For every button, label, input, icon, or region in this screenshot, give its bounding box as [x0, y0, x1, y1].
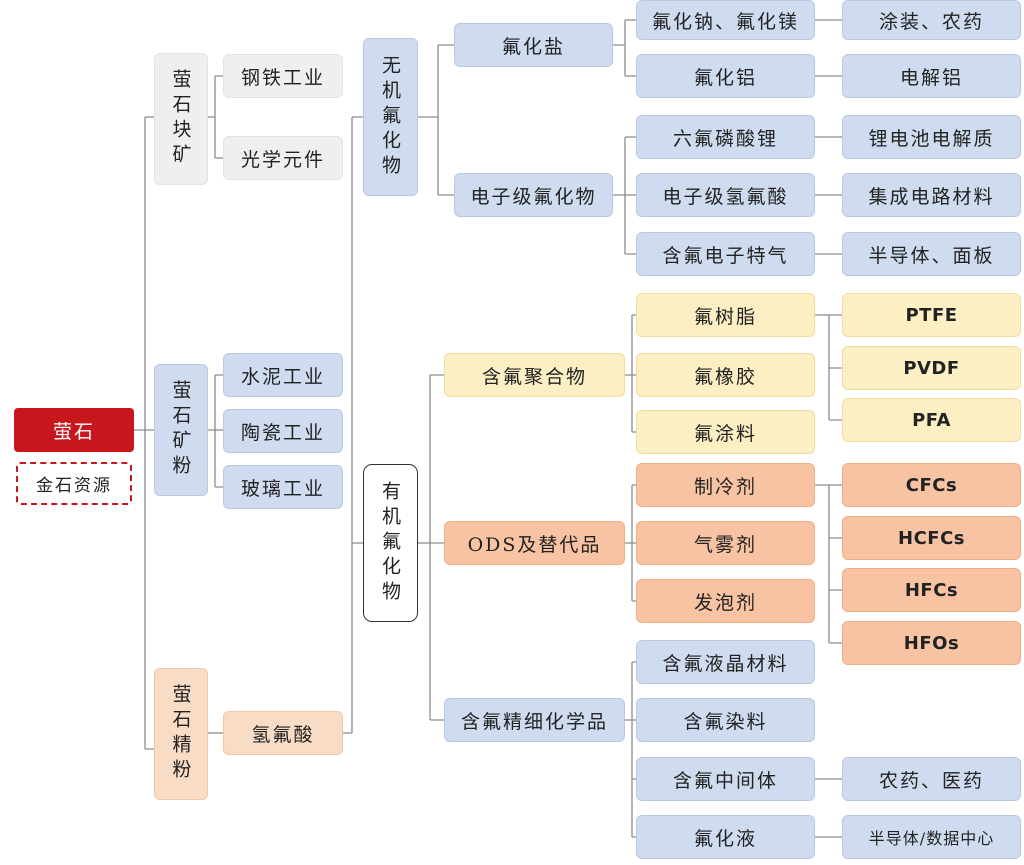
- connector-ods-items: [625, 484, 636, 602]
- connector-inorganic-groups: [418, 44, 454, 196]
- app-pesticide-medicine: 农药、医药: [842, 757, 1021, 801]
- class-inorganic: 无机氟化物: [363, 38, 418, 196]
- group-fine-chemicals: 含氟精细化学品: [444, 698, 625, 742]
- item-electronic-hf: 电子级氢氟酸: [636, 173, 815, 217]
- item-fluoro-intermediate: 含氟中间体: [636, 757, 815, 801]
- group-fluoropolymer: 含氟聚合物: [444, 353, 625, 397]
- output-pfa: PFA: [842, 398, 1021, 442]
- item-aerosol: 气雾剂: [636, 521, 815, 565]
- connector-elec-items: [613, 136, 636, 255]
- use-optics: 光学元件: [223, 136, 343, 180]
- item-alf3: 氟化铝: [636, 54, 815, 98]
- item-fluorocoating: 氟涂料: [636, 410, 815, 454]
- source-label: 金石资源: [16, 462, 132, 505]
- group-ods: ODS及替代品: [444, 521, 625, 565]
- output-pvdf: PVDF: [842, 346, 1021, 390]
- item-naf-mgf2: 氟化钠、氟化镁: [636, 0, 815, 40]
- use-ceramic: 陶瓷工业: [223, 409, 343, 453]
- class-organic: 有机氟化物: [363, 464, 418, 622]
- use-steel: 钢铁工业: [223, 54, 343, 98]
- connector-organic-groups: [418, 374, 444, 721]
- output-hcfcs: HCFCs: [842, 516, 1021, 560]
- output-hfcs: HFCs: [842, 568, 1021, 612]
- use-hydrofluoric-acid: 氢氟酸: [223, 711, 343, 755]
- item-foaming-agent: 发泡剂: [636, 579, 815, 623]
- connector-salt-items: [613, 19, 636, 77]
- item-fluoro-dye: 含氟染料: [636, 698, 815, 742]
- app-semiconductor-datacenter: 半导体/数据中心: [842, 815, 1021, 859]
- connector-root-ores: [134, 116, 154, 750]
- app-coating-pesticide: 涂装、农药: [842, 0, 1021, 40]
- ore-form-block: 萤石块矿: [154, 53, 208, 185]
- item-fluororesin: 氟树脂: [636, 293, 815, 337]
- ore-form-powder: 萤石矿粉: [154, 364, 208, 496]
- app-semiconductor-panel: 半导体、面板: [842, 232, 1021, 276]
- output-cfcs: CFCs: [842, 463, 1021, 507]
- item-refrigerant: 制冷剂: [636, 463, 815, 507]
- app-battery-electrolyte: 锂电池电解质: [842, 115, 1021, 159]
- group-fluoride-salt: 氟化盐: [454, 23, 613, 67]
- group-electronic-fluoride: 电子级氟化物: [454, 173, 613, 217]
- connector-fine-items: [625, 661, 636, 838]
- connector-hf-classes: [343, 116, 363, 734]
- item-fluororubber: 氟橡胶: [636, 353, 815, 397]
- app-electrolytic-aluminum: 电解铝: [842, 54, 1021, 98]
- item-fluorinated-liquid: 氟化液: [636, 815, 815, 859]
- app-ic-material: 集成电路材料: [842, 173, 1021, 217]
- item-liquid-crystal: 含氟液晶材料: [636, 640, 815, 684]
- use-cement: 水泥工业: [223, 353, 343, 397]
- connector-polymer-outputs: [815, 314, 842, 421]
- connector-inorg-apps: [815, 19, 842, 255]
- connector-block-uses: [208, 75, 223, 159]
- connector-fine-apps: [815, 778, 842, 838]
- connector-powder-uses: [208, 374, 223, 488]
- output-hfos: HFOs: [842, 621, 1021, 665]
- item-lipf6: 六氟磷酸锂: [636, 115, 815, 159]
- item-fluorine-gas: 含氟电子特气: [636, 232, 815, 276]
- ore-form-fine: 萤石精粉: [154, 668, 208, 800]
- use-glass: 玻璃工业: [223, 465, 343, 509]
- connector-polymer-items: [625, 314, 636, 433]
- root-node: 萤石: [14, 408, 134, 452]
- connector-ods-outputs: [815, 484, 842, 644]
- output-ptfe: PTFE: [842, 293, 1021, 337]
